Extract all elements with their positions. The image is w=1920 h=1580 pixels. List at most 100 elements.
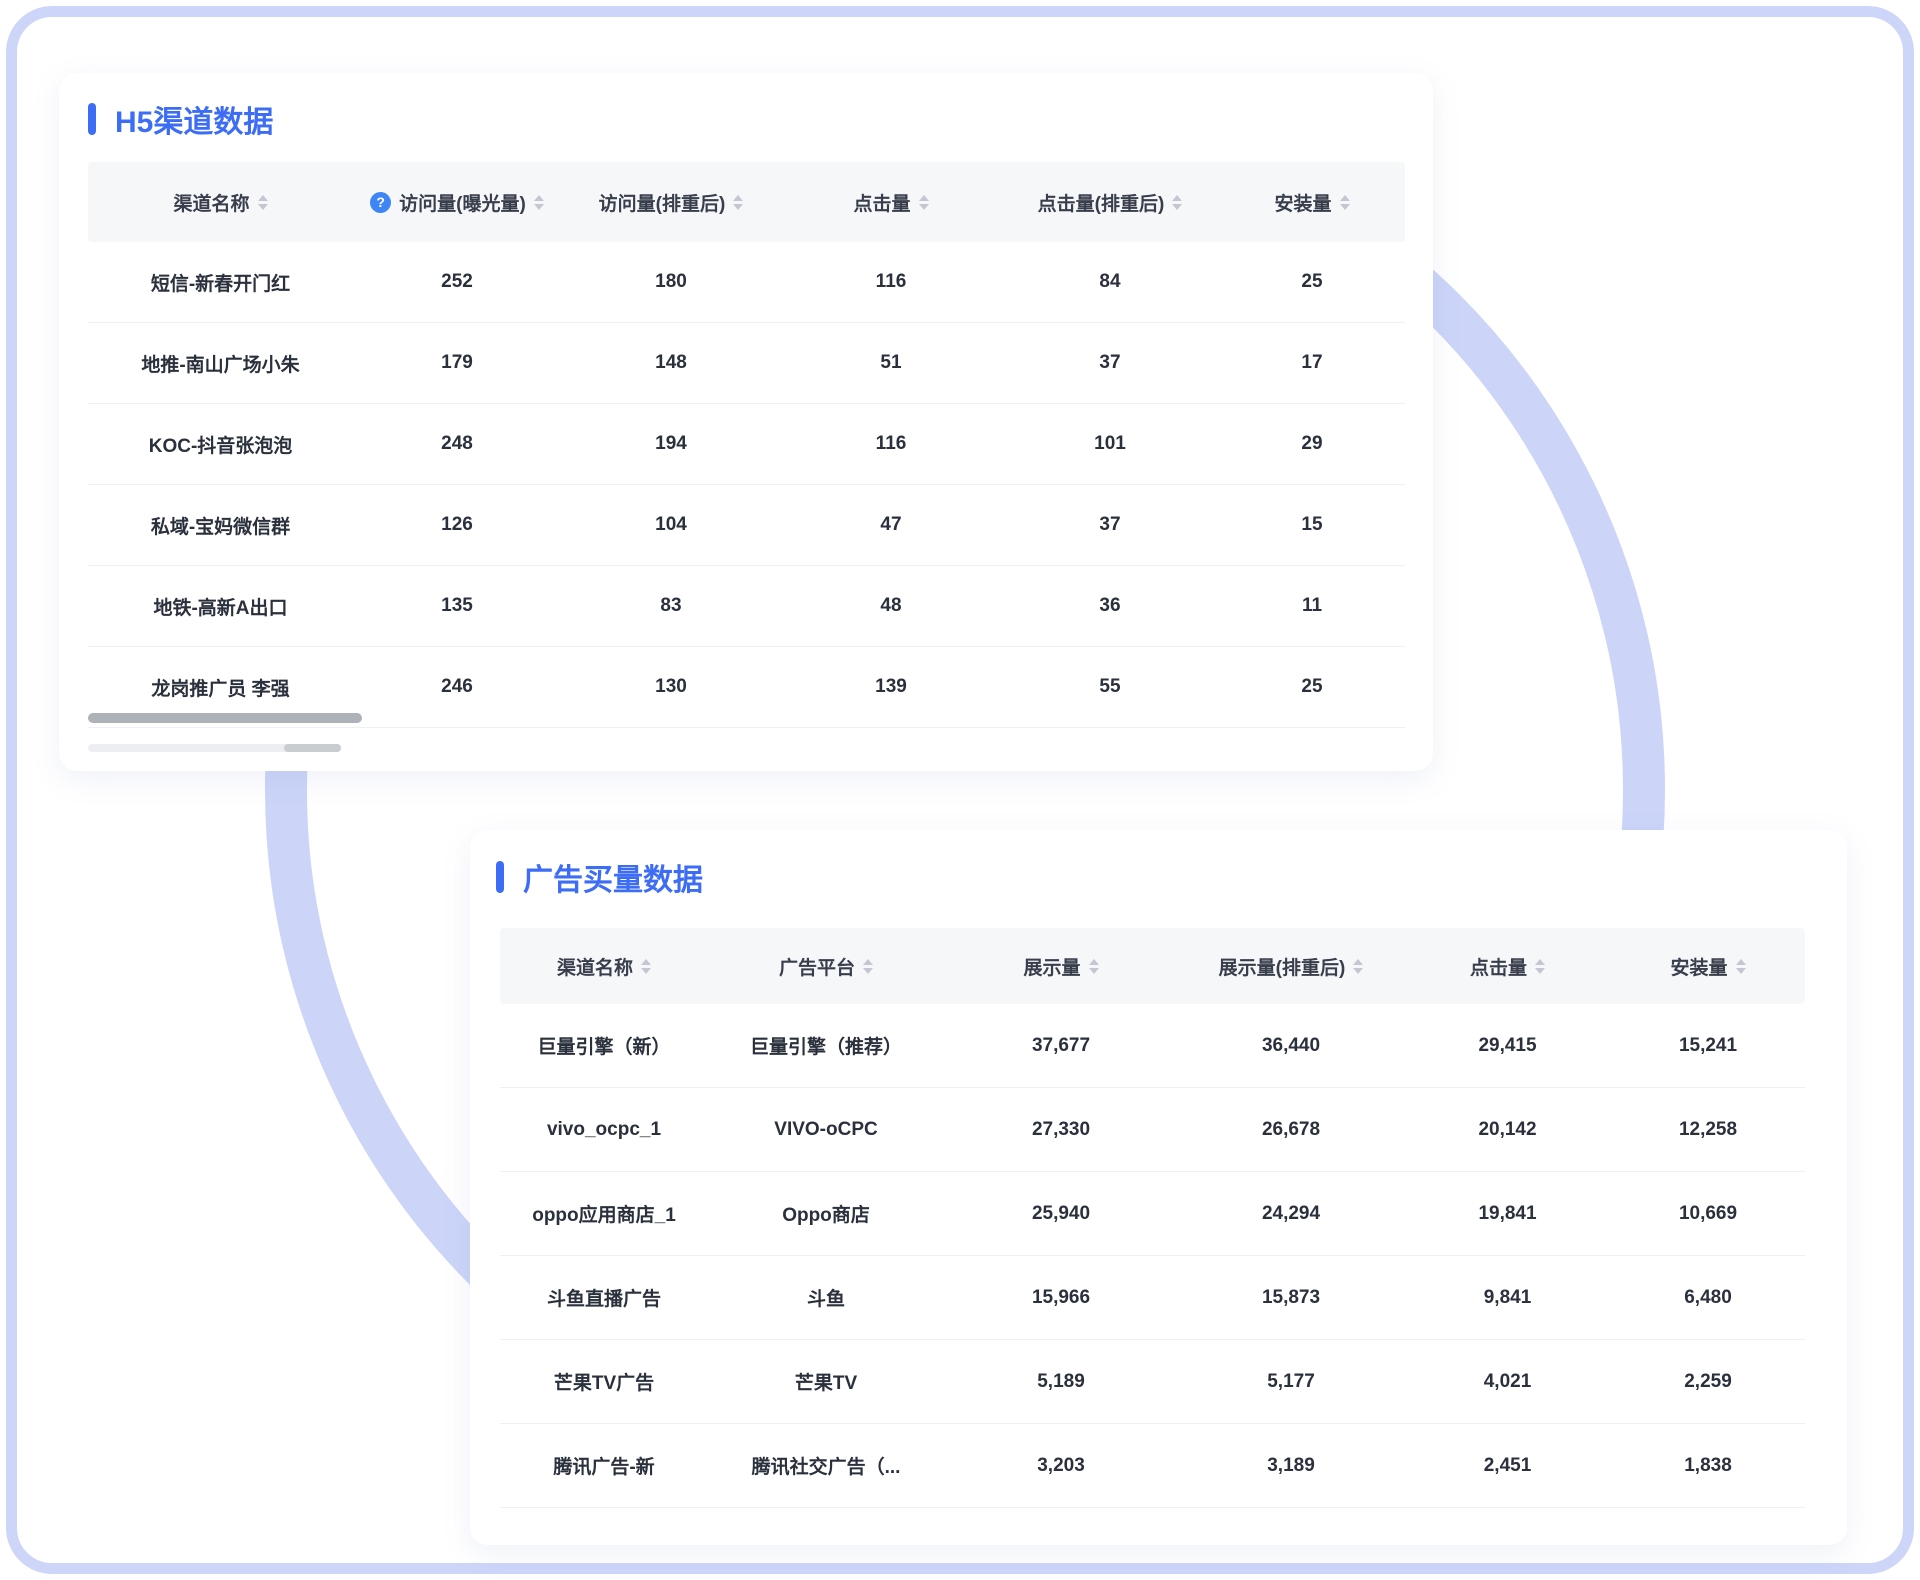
cell-value: 15,241 <box>1678 1034 1738 1056</box>
table-row: 斗鱼直播广告 斗鱼 15,966 15,873 9,841 6,480 <box>500 1256 1805 1340</box>
sort-caret-icon[interactable] <box>1353 958 1364 974</box>
cell-channel-name: 私域-宝妈微信群 <box>150 516 291 538</box>
col-header-channel-name[interactable]: 渠道名称 <box>88 189 353 216</box>
cell-value: 15,966 <box>1031 1286 1091 1308</box>
table-row: 地铁-高新A出口 135 83 48 36 11 <box>88 566 1405 647</box>
cell-value: 36,440 <box>1261 1034 1321 1056</box>
cell-value: 2,451 <box>1483 1454 1532 1476</box>
title-accent-bar <box>496 861 504 893</box>
h5-channel-data-card: H5渠道数据 渠道名称 ? 访问量(曝光量) 访问量(排重后) 点击量 点击量(… <box>59 73 1433 771</box>
cell-value: 15,873 <box>1261 1286 1321 1308</box>
table-row: 腾讯广告-新 腾讯社交广告（... 3,203 3,189 2,451 1,83… <box>500 1424 1805 1508</box>
cell-value: 104 <box>655 514 687 535</box>
cell-ad-platform: Oppo商店 <box>782 1205 870 1226</box>
cell-channel-name: 短信-新春开门红 <box>150 273 291 295</box>
col-header-impressions[interactable]: 展示量 <box>944 953 1178 980</box>
col-header-impressions-dedup[interactable]: 展示量(排重后) <box>1178 953 1404 980</box>
cell-ad-platform: 巨量引擎（推荐） <box>749 1037 902 1058</box>
horizontal-scrollbar-thumb[interactable] <box>88 713 362 723</box>
cell-channel-name: 斗鱼直播广告 <box>546 1289 661 1310</box>
cell-value: 246 <box>441 676 473 697</box>
sort-caret-icon[interactable] <box>1172 194 1183 210</box>
col-header-channel-name[interactable]: 渠道名称 <box>500 953 708 980</box>
horizontal-scrollbar-thumb[interactable] <box>284 744 341 752</box>
table-row: oppo应用商店_1 Oppo商店 25,940 24,294 19,841 1… <box>500 1172 1805 1256</box>
page-title: H5渠道数据 <box>115 106 274 139</box>
ad-buy-table: 渠道名称 广告平台 展示量 展示量(排重后) 点击量 安装量 <box>500 928 1805 1508</box>
cell-value: 135 <box>441 595 473 616</box>
cell-channel-name: 腾讯广告-新 <box>553 1457 655 1478</box>
cell-value: 47 <box>880 514 902 535</box>
cell-value: 179 <box>441 352 473 373</box>
col-header-clicks[interactable]: 点击量 <box>1404 953 1611 980</box>
col-header-clicks-dedup[interactable]: 点击量(排重后) <box>1001 189 1219 216</box>
h5-channel-table: 渠道名称 ? 访问量(曝光量) 访问量(排重后) 点击量 点击量(排重后) <box>88 162 1405 728</box>
cell-value: 116 <box>875 433 907 454</box>
sort-caret-icon[interactable] <box>733 194 744 210</box>
col-header-ad-platform[interactable]: 广告平台 <box>708 953 944 980</box>
table-row: 芒果TV广告 芒果TV 5,189 5,177 4,021 2,259 <box>500 1340 1805 1424</box>
table-row: 私域-宝妈微信群 126 104 47 37 15 <box>88 485 1405 566</box>
cell-channel-name: 地推-南山广场小朱 <box>141 354 300 376</box>
table-header-row: 渠道名称 广告平台 展示量 展示量(排重后) 点击量 安装量 <box>500 928 1805 1004</box>
cell-value: 130 <box>655 676 687 697</box>
cell-value: 11 <box>1301 595 1323 616</box>
sort-caret-icon[interactable] <box>641 958 651 974</box>
cell-channel-name: 龙岗推广员 李强 <box>151 678 290 700</box>
cell-channel-name: 芒果TV广告 <box>553 1373 655 1394</box>
cell-value: 248 <box>441 433 473 454</box>
cell-value: 12,258 <box>1678 1118 1738 1140</box>
sort-caret-icon[interactable] <box>533 194 544 210</box>
sort-caret-icon[interactable] <box>1535 958 1545 974</box>
table-row: 地推-南山广场小朱 179 148 51 37 17 <box>88 323 1405 404</box>
sort-caret-icon[interactable] <box>1088 958 1099 974</box>
sort-caret-icon[interactable] <box>1735 958 1746 974</box>
table-header-row: 渠道名称 ? 访问量(曝光量) 访问量(排重后) 点击量 点击量(排重后) <box>88 162 1405 242</box>
cell-value: 36 <box>1099 595 1121 616</box>
card-title: H5渠道数据 <box>88 97 273 141</box>
cell-value: 17 <box>1301 352 1323 373</box>
col-header-visits-dedup[interactable]: 访问量(排重后) <box>561 189 781 216</box>
cell-value: 83 <box>660 595 682 616</box>
cell-value: 37,677 <box>1031 1034 1091 1056</box>
cell-value: 48 <box>880 595 902 616</box>
cell-value: 20,142 <box>1478 1118 1537 1140</box>
cell-value: 4,021 <box>1483 1370 1532 1392</box>
col-header-installs[interactable]: 安装量 <box>1611 953 1805 980</box>
cell-value: 139 <box>875 676 907 697</box>
cell-value: 9,841 <box>1483 1286 1532 1308</box>
cell-value: 180 <box>655 271 687 292</box>
col-header-installs[interactable]: 安装量 <box>1219 189 1405 216</box>
col-header-clicks[interactable]: 点击量 <box>781 189 1001 216</box>
page-title: 广告买量数据 <box>523 864 703 897</box>
cell-value: 37 <box>1099 514 1121 535</box>
sort-caret-icon[interactable] <box>257 194 268 210</box>
cell-value: 10,669 <box>1678 1202 1738 1224</box>
cell-ad-platform: 芒果TV <box>794 1373 858 1394</box>
cell-value: 2,259 <box>1684 1370 1732 1392</box>
sort-caret-icon[interactable] <box>863 958 873 974</box>
cell-value: 37 <box>1099 352 1121 373</box>
cell-value: 252 <box>441 271 473 292</box>
cell-value: 5,189 <box>1037 1370 1085 1392</box>
cell-value: 5,177 <box>1267 1370 1315 1392</box>
title-accent-bar <box>88 103 96 135</box>
info-icon[interactable]: ? <box>370 191 392 213</box>
cell-value: 25 <box>1301 676 1323 697</box>
cell-value: 84 <box>1099 271 1121 292</box>
cell-ad-platform: VIVO-oCPC <box>774 1118 878 1140</box>
cell-value: 6,480 <box>1684 1286 1732 1308</box>
sort-caret-icon[interactable] <box>1339 194 1350 210</box>
cell-value: 26,678 <box>1261 1118 1321 1140</box>
table-row: 巨量引擎（新） 巨量引擎（推荐） 37,677 36,440 29,415 15… <box>500 1004 1805 1088</box>
cell-value: 25 <box>1301 271 1323 292</box>
cell-value: 29,415 <box>1478 1034 1537 1056</box>
col-header-visits-exposure[interactable]: ? 访问量(曝光量) <box>353 189 561 216</box>
cell-value: 126 <box>441 514 473 535</box>
cell-value: 55 <box>1099 676 1121 697</box>
ad-buy-data-card: 广告买量数据 渠道名称 广告平台 展示量 展示量(排重后) 点击量 <box>470 830 1847 1545</box>
sort-caret-icon[interactable] <box>918 194 929 210</box>
cell-value: 51 <box>880 352 902 373</box>
cell-ad-platform: 腾讯社交广告（... <box>751 1457 901 1478</box>
cell-value: 24,294 <box>1261 1202 1321 1224</box>
